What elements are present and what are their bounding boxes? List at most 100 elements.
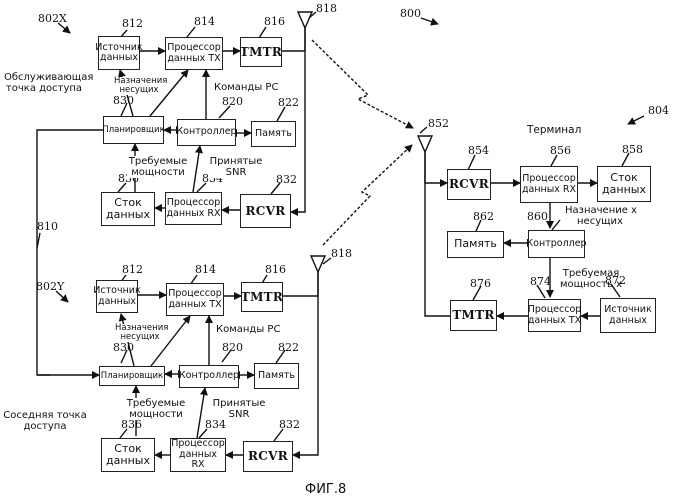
ap2-assignment-label: Назначениянесущих: [115, 324, 165, 342]
ap1-tx-proc-block: Процессорданных TX: [165, 37, 223, 70]
ap1-tmtr-to-antenna: [282, 28, 305, 51]
term-rxproc-ref: 856: [550, 144, 571, 157]
terminal-antenna-ref: 852: [428, 117, 449, 130]
ap2-req-power-l2: мощности: [129, 409, 183, 420]
ap1-data-source-l2: данных: [100, 52, 138, 63]
ap1-data-source-block: Источникданных: [98, 36, 140, 70]
ap2-assignment-l2: несущих: [120, 332, 159, 342]
ap2-caption: Соседняя точкадоступа: [2, 410, 88, 432]
ap2-controller-block: Контроллер: [179, 365, 239, 388]
ap2-system-ref: 802Y: [36, 280, 64, 293]
term-tmtr-label: TMTR: [452, 310, 494, 321]
ap2-rcvr-ref: 832: [279, 418, 300, 431]
ap2-rxproc-to-ctrl: [197, 388, 205, 438]
backhaul-link: [37, 130, 103, 375]
ap2-rx-proc-l2: данных RX: [179, 449, 217, 471]
ap1-tmtr-label: TMTR: [240, 47, 282, 58]
term-sink-ref: 858: [622, 143, 643, 156]
term-memory-block: Память: [447, 231, 504, 258]
ap1-memory-ref: 822: [278, 96, 299, 109]
ap1-tmtr-block: TMTR: [240, 37, 282, 67]
ap2-tx-proc-block: Процессорданных TX: [166, 283, 224, 316]
ap2-recv-snr-l1: Принятые: [213, 398, 266, 409]
wireless-link-ap1: [312, 40, 413, 128]
term-assignment-l1: Назначение х: [565, 205, 637, 216]
term-memory-label: Память: [454, 239, 497, 250]
ap1-rx-proc-l2: данных RX: [166, 208, 220, 219]
term-assignment-label: Назначение хнесущих: [565, 205, 635, 227]
term-req-power-l2: мощность х: [560, 279, 622, 290]
terminal-antenna-icon: [418, 136, 432, 152]
ap2-rcvr-block: RCVR: [243, 441, 293, 472]
term-tx-proc-block: Процессорданных TX: [528, 299, 581, 332]
term-rx-proc-l2: данных RX: [522, 184, 576, 195]
ap1-rcvr-ref: 832: [276, 173, 297, 186]
ap1-antenna-icon: [298, 12, 312, 28]
ap2-caption-l2: доступа: [24, 421, 67, 432]
ap2-data-sink-block: Стокданных: [101, 438, 155, 472]
ap1-system-ref: 802X: [38, 12, 67, 25]
ap2-data-source-l1: Источник: [93, 285, 140, 296]
ap2-req-power-label: Требуемыемощности: [125, 398, 187, 420]
ap1-memory-label: Память: [255, 129, 292, 140]
ap1-memory-block: Память: [251, 121, 296, 147]
ap1-rx-proc-block: Процессорданных RX: [165, 192, 222, 225]
ap1-rcvr-label: RCVR: [245, 206, 285, 217]
term-data-sink-l2: данных: [602, 183, 646, 196]
ap2-scheduler-block: Планировщик: [99, 366, 165, 386]
ap2-recv-snr-l2: SNR: [229, 409, 250, 420]
term-rcvr-block: RCVR: [447, 169, 491, 200]
term-controller-ref: 860: [527, 210, 548, 223]
ap1-tx-proc-l2: данных TX: [167, 53, 220, 64]
term-data-source-block: Источникданных: [600, 298, 656, 333]
term-data-source-l2: данных: [609, 315, 647, 326]
ap2-memory-block: Память: [254, 363, 299, 389]
ap2-pc-commands-label: Команды PC: [216, 324, 280, 335]
ap1-req-power-l1: Требуемые: [129, 156, 187, 167]
ap1-txproc-ref: 814: [194, 15, 215, 28]
ap1-data-sink-block: Стокданных: [101, 192, 155, 226]
ap2-antenna-icon: [311, 256, 325, 272]
ap2-data-source-block: Источникданных: [96, 280, 138, 313]
term-data-sink-block: Стокданных: [597, 166, 651, 202]
term-rx-proc-l1: Процессор: [522, 173, 576, 184]
ap1-scheduler-label: Планировщик: [102, 125, 164, 136]
ap1-assignment-l2: несущих: [119, 85, 158, 95]
term-antenna-to-rcvr: [425, 152, 447, 183]
ap2-rx-proc-block: Процессорданных RX: [170, 438, 226, 472]
terminal-caption: Терминал: [527, 125, 581, 136]
ap2-tmtr-ref: 816: [265, 263, 286, 276]
term-data-source-l1: Источник: [604, 304, 651, 315]
ap2-recv-snr-label: ПринятыеSNR: [212, 398, 266, 420]
term-rx-proc-block: Процессорданных RX: [520, 166, 578, 203]
term-controller-block: Контроллер: [528, 230, 585, 258]
ap1-data-sink-l2: данных: [106, 208, 150, 221]
ap1-data-source-l1: Источник: [95, 42, 142, 53]
ap1-req-power-l2: мощности: [131, 167, 185, 178]
ap1-scheduler-ref: 830: [113, 94, 134, 107]
ap2-controller-label: Контроллер: [179, 371, 239, 382]
ap1-req-power-label: Требуемыемощности: [127, 156, 189, 178]
ap1-recv-snr-l2: SNR: [226, 167, 247, 178]
ap1-recv-snr-label: ПринятыеSNR: [209, 156, 263, 178]
ap1-source-ref: 812: [122, 17, 143, 30]
ap1-recv-snr-l1: Принятые: [210, 156, 263, 167]
ap1-tx-proc-l1: Процессор: [167, 42, 221, 53]
ap1-controller-label: Контроллер: [176, 127, 236, 138]
terminal-ref: 804: [648, 104, 669, 117]
ap1-rxproc-to-ctrl: [193, 146, 200, 192]
term-tmtr-block: TMTR: [450, 300, 497, 331]
ap2-data-sink-l2: данных: [106, 454, 150, 467]
ap2-tmtr-block: TMTR: [241, 282, 283, 312]
ap2-tmtr-label: TMTR: [241, 292, 283, 303]
ap2-scheduler-ref: 830: [113, 341, 134, 354]
ap2-rcvr-label: RCVR: [248, 451, 288, 462]
term-assignment-l2: несущих: [577, 216, 623, 227]
ap1-controller-block: Контроллер: [177, 119, 236, 146]
term-memory-ref: 862: [473, 210, 494, 223]
ap2-tmtr-to-antenna: [283, 272, 318, 296]
term-controller-label: Контроллер: [526, 239, 586, 250]
term-rcvr-label: RCVR: [449, 179, 489, 190]
ap2-scheduler-label: Планировщик: [101, 371, 163, 382]
backhaul-ref: 810: [37, 220, 58, 233]
